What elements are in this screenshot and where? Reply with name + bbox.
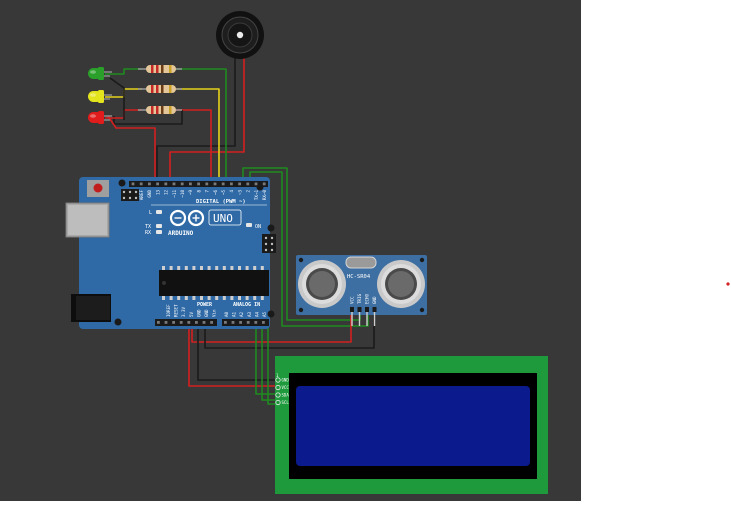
wire-green-led[interactable] (176, 68, 227, 184)
tx-indicator (156, 224, 162, 228)
analog-pin-label: A2 (239, 311, 244, 317)
analog-pin-label: A1 (232, 311, 237, 317)
sensor-pin-label: VCC (350, 296, 355, 304)
power-pin-label: Vin (212, 309, 217, 317)
sensor-pin-header[interactable] (350, 307, 377, 326)
digital-pin-label: ~5 (221, 190, 226, 196)
red-dot-marker (726, 282, 730, 286)
digital-pin-label: RX←0 (262, 190, 267, 201)
wire-lcd-scl-green[interactable] (261, 322, 280, 401)
digital-pin-label: 4 (229, 190, 234, 193)
power-header[interactable] (155, 319, 217, 326)
led-yellow[interactable] (88, 90, 112, 103)
digital-pin-label: 12 (164, 190, 169, 196)
lcd-screen (296, 386, 530, 466)
resistors (138, 65, 182, 114)
resistor-3[interactable] (138, 106, 182, 114)
on-label: ON (255, 224, 261, 230)
digital-pin-label: ~11 (172, 190, 177, 198)
l-label: L (149, 210, 152, 216)
power-pin-label: 5V (189, 311, 194, 317)
wire-red-led[interactable] (176, 109, 212, 184)
analog-pin-label: A5 (262, 311, 267, 317)
power-pin-label: GND (196, 309, 201, 317)
lcd-pin-label: SDA (282, 393, 290, 398)
digital-pin-label: ~9 (188, 190, 193, 196)
lcd-pin-one-marker: 1 (276, 373, 279, 378)
uno-badge (208, 209, 242, 226)
arduino-logo-icon (169, 209, 205, 227)
lcd-pin-label: GND (282, 378, 290, 383)
power-pin-label: GND (204, 309, 209, 317)
lcd-pin-header[interactable] (275, 377, 281, 406)
wire-yellow-led[interactable] (176, 88, 220, 184)
lcd-pin-label: VCC (282, 385, 290, 390)
digital-pin-label: TX→1 (254, 190, 259, 201)
digital-pin-label: ~10 (180, 190, 185, 198)
led-group (88, 67, 112, 124)
wire-lcd-sda-green[interactable] (255, 322, 280, 395)
arduino-logo-symbols (174, 214, 200, 222)
digital-pin-label: ~6 (213, 190, 218, 196)
buzzer[interactable] (216, 11, 264, 59)
digital-pin-label: GND (147, 190, 152, 198)
sensor-pin-label: ECHO (365, 293, 370, 304)
digital-pin-label: 8 (196, 190, 201, 193)
digital-pin-label: 2 (246, 190, 251, 193)
power-header-label: POWER (197, 302, 213, 308)
led-red[interactable] (88, 111, 112, 124)
analog-pin-label: A0 (224, 311, 229, 317)
transducer-right-icon (377, 260, 425, 308)
wire-led-green-lead[interactable] (105, 68, 142, 75)
rx-label: RX (145, 230, 151, 236)
sensor-model-label: HC-SR04 (347, 274, 371, 280)
digital-pin-label: AREF (139, 190, 144, 201)
wire-buzzer-black[interactable] (156, 58, 236, 184)
arduino-brand: ARDUINO (168, 230, 194, 237)
led-green[interactable] (88, 67, 112, 80)
uno-label: UNO (213, 212, 233, 225)
sensor-pin-label: GND (372, 296, 377, 304)
power-pin-label: 3.3V (181, 306, 186, 317)
wire-sensor-vcc-red[interactable] (191, 310, 352, 343)
rx-indicator (156, 230, 162, 234)
sensor-pin-label: TRIG (357, 293, 362, 304)
analog-header-label: ANALOG IN (233, 302, 260, 308)
digital-pin-label: 7 (205, 190, 210, 193)
wire-led-gnd-red[interactable] (107, 115, 156, 184)
power-pin-label: IOREF (166, 304, 171, 317)
wire-lcd-gnd-black[interactable] (197, 322, 280, 381)
analog-pin-label: A4 (254, 311, 259, 317)
wire-lcd-vcc-red[interactable] (188, 322, 280, 387)
resistor-1[interactable] (138, 65, 182, 73)
crystal-oscillator (345, 256, 377, 269)
analog-header[interactable] (222, 319, 269, 326)
lcd-module[interactable]: GND VCC SDA SCL 1 (275, 356, 548, 494)
tx-label: TX (145, 224, 151, 230)
digital-pin-label: 13 (155, 190, 160, 196)
digital-pin-label: ~3 (237, 190, 242, 196)
power-pin-label: RESET (174, 304, 179, 317)
atmega-chip (159, 270, 269, 296)
lcd-pin-label: SCL (282, 400, 290, 405)
wire-led-gnd-black[interactable] (113, 110, 183, 125)
digital-header-label: DIGITAL (PWM ~) (196, 199, 246, 205)
wire-echo-green[interactable] (249, 171, 369, 327)
on-indicator (246, 223, 252, 227)
transducer-left-icon (298, 260, 346, 308)
wire-buzzer-red[interactable] (169, 58, 245, 184)
wire-sensor-gnd-black[interactable] (204, 310, 375, 349)
wire-led-black-lead[interactable] (109, 77, 125, 120)
analog-pin-label: A3 (247, 311, 252, 317)
resistor-2[interactable] (138, 85, 182, 93)
l-indicator (156, 210, 162, 214)
